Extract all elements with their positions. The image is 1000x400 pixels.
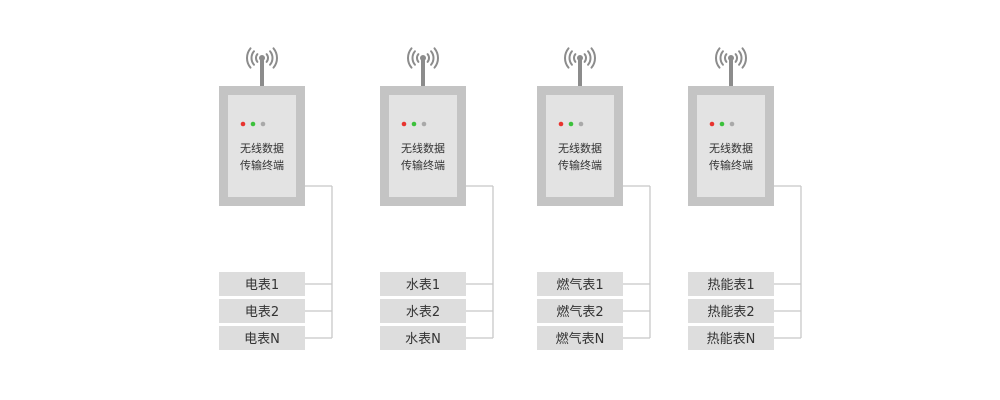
led-green [568,121,574,127]
led-gray [260,121,266,127]
meter-box [219,272,305,296]
meter-box [537,299,623,323]
terminal-label-line1: 无线数据 [558,141,602,155]
meter-label: 燃气表1 [556,277,603,293]
terminal-label-line1: 无线数据 [401,141,445,155]
led-red [240,121,246,127]
led-green [250,121,256,127]
meter-box [688,299,774,323]
led-green [411,121,417,127]
meter-box [537,272,623,296]
terminal-label-line2: 传输终端 [240,158,284,172]
meter-label: 水表1 [406,278,440,293]
antenna-icon [715,47,747,88]
meter-label: 热能表N [707,332,756,347]
meter-box [380,299,466,323]
meter-label: 电表N [244,332,280,347]
meter-box [219,326,305,350]
terminal-label-line1: 无线数据 [709,141,753,155]
meter-label: 燃气表N [556,331,605,347]
terminal-label-line2: 传输终端 [401,158,445,172]
terminal-screen [389,95,457,197]
led-red [709,121,715,127]
antenna-icon [246,47,278,88]
led-gray [421,121,427,127]
meter-label: 燃气表2 [556,304,603,320]
meter-box [537,326,623,350]
meter-box [688,272,774,296]
meter-label: 水表2 [406,305,440,320]
connector-lines [305,185,333,339]
terminal-label-line2: 传输终端 [558,158,602,172]
meter-box [380,326,466,350]
connector-lines [623,185,651,339]
antenna-icon [564,47,596,88]
terminal-screen [546,95,614,197]
meter-label: 电表1 [245,278,279,293]
meter-box [219,299,305,323]
antenna-icon [407,47,439,88]
meter-box [688,326,774,350]
terminal-label-line2: 传输终端 [709,158,753,172]
terminal-screen [228,95,296,197]
connector-lines [466,185,494,339]
meter-label: 热能表1 [707,278,754,293]
led-red [558,121,564,127]
meter-label: 水表N [405,332,441,347]
terminal-screen [697,95,765,197]
connector-lines [774,185,802,339]
led-gray [729,121,735,127]
terminal-label-line1: 无线数据 [240,141,284,155]
led-red [401,121,407,127]
led-green [719,121,725,127]
meter-label: 热能表2 [707,305,754,320]
meter-label: 电表2 [245,305,279,320]
led-gray [578,121,584,127]
meter-box [380,272,466,296]
